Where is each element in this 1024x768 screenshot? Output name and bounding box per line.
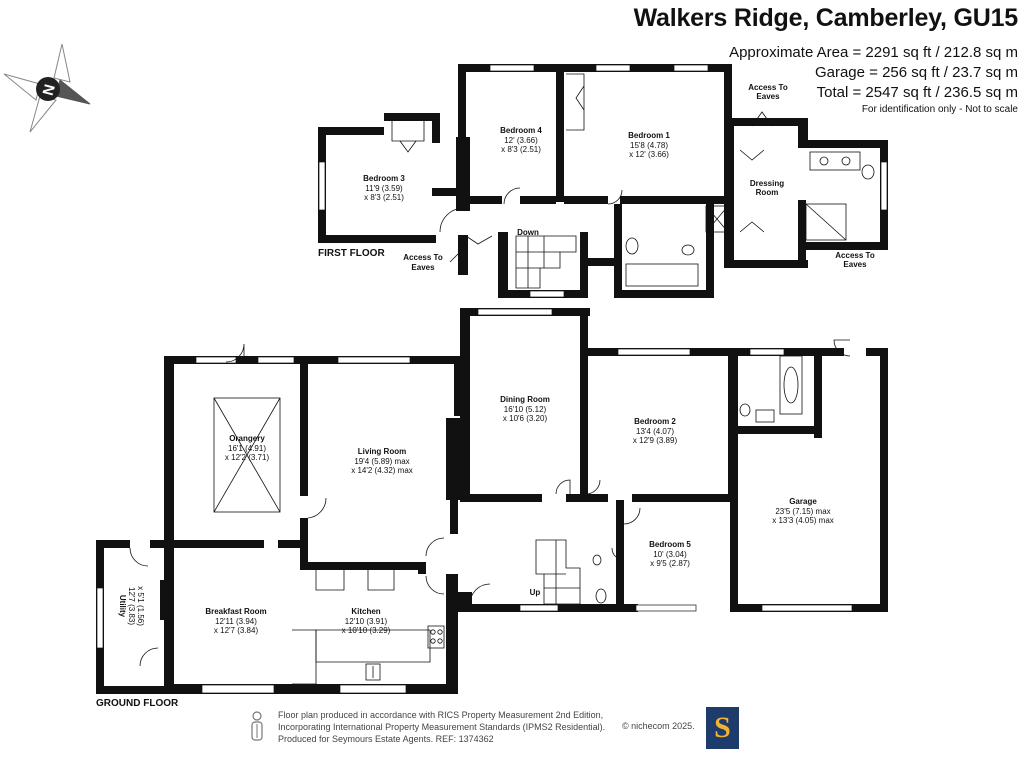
room-name-bedroom-3: Bedroom 3 [363,174,405,183]
ground-floor-windows [96,308,853,694]
area-summary: Approximate Area = 2291 sq ft / 212.8 sq… [729,43,1018,103]
room-dim: 12'11 (3.94) [215,617,257,626]
room-dim: 15'8 (4.78) [630,141,668,150]
first-floor-windows [318,64,888,298]
room-name-utility: Utility [118,595,127,618]
room-name-living-room: Living Room [358,447,406,456]
room-dim: 12'10 (3.91) [345,617,388,626]
approximate-area: Approximate Area = 2291 sq ft / 212.8 sq… [729,44,1018,61]
footer-text: Floor plan produced in accordance with R… [278,709,605,745]
room-dim: 11'9 (3.59) [365,184,403,193]
room-dim: x 12'7 (3.84) [214,626,259,635]
stairs-up-label: Up [530,588,541,597]
logo-letter: S [714,711,731,744]
garage-area: Garage = 256 sq ft / 23.7 sq m [814,64,1018,81]
room-name-bedroom-2: Bedroom 2 [634,417,676,426]
room-dim: 12'7 (3.83) [127,587,136,625]
ground-floor-room-labels: Orangery 16'1 (4.91) x 12'2 (3.71) Livin… [118,395,834,635]
room-name-bedroom-5: Bedroom 5 [649,540,691,549]
room-name-bedroom-4: Bedroom 4 [500,126,542,135]
room-name-dressing-room: Dressing [750,179,784,188]
first-floor-fittings [391,73,875,289]
rics-person-icon [251,711,263,741]
room-name-kitchen: Kitchen [351,607,380,616]
room-name-breakfast-room: Breakfast Room [205,607,266,616]
room-dim: x 9'5 (2.87) [650,559,690,568]
room-name-garage: Garage [789,497,817,506]
room-name-orangery: Orangery [229,434,265,443]
ground-floor-walls [96,308,888,694]
total-area: Total = 2547 sq ft / 236.5 sq m [816,84,1018,101]
room-dim: 10' (3.04) [653,550,687,559]
ground-floor-label: GROUND FLOOR [96,698,179,709]
room-name-dressing-room-line2: Room [756,188,779,197]
room-dim: x 8'3 (2.51) [364,193,404,202]
nichecom-credit: © nichecom 2025. [622,721,695,731]
room-dim: x 10'6 (3.20) [503,414,548,423]
first-floor-room-labels: Bedroom 3 11'9 (3.59) x 8'3 (2.51) Bedro… [363,83,875,272]
room-dim: x 8'3 (2.51) [501,145,541,154]
room-dim: 13'4 (4.07) [636,427,674,436]
room-dim: 16'1 (4.91) [228,444,266,453]
room-name-dining-room: Dining Room [500,395,550,404]
access-eaves-right: Access To [835,251,875,260]
room-dim: 19'4 (5.89) max [354,457,409,466]
room-dim: x 14'2 (4.32) max [351,466,413,475]
room-dim: x 12'2 (3.71) [225,453,270,462]
access-eaves-left-line2: Eaves [411,263,435,272]
room-dim: x 13'3 (4.05) max [772,516,834,525]
property-title: Walkers Ridge, Camberley, GU15 [633,4,1019,32]
compass-icon: N [3,43,91,133]
room-dim: x 5'1 (1.56) [136,586,145,626]
first-floor-label: FIRST FLOOR [318,248,385,259]
access-eaves-top-line2: Eaves [756,92,780,101]
ground-floor-fittings [129,339,851,685]
access-eaves-left: Access To [403,253,443,262]
access-eaves-top: Access To [748,83,788,92]
footer-line: Floor plan produced in accordance with R… [278,710,604,720]
stairs-down-label: Down [517,228,539,237]
seymours-logo-icon: S [706,707,739,749]
room-dim: x 12'9 (3.89) [633,436,678,445]
room-dim: 12' (3.66) [504,136,538,145]
room-name-bedroom-1: Bedroom 1 [628,131,670,140]
room-dim: 16'10 (5.12) [504,405,547,414]
footer-line: Incorporating International Property Mea… [278,722,606,732]
footer-line: Produced for Seymours Estate Agents. REF… [278,734,494,744]
access-eaves-right-line2: Eaves [843,260,867,269]
room-dim: x 10'10 (3.29) [342,626,391,635]
identification-note: For identification only - Not to scale [861,104,1018,115]
room-dim: x 12' (3.66) [629,150,669,159]
room-dim: 23'5 (7.15) max [775,507,830,516]
compass-letter: N [40,83,59,98]
